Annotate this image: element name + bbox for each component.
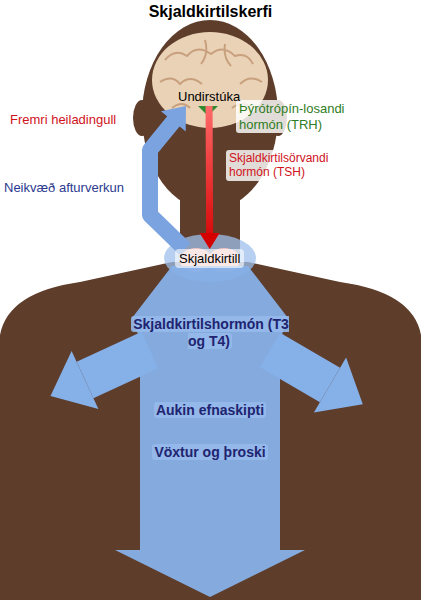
hormone-label: Skjaldkirtilshormón (T3 og T4) [131, 316, 289, 349]
hormone-branch-head [51, 351, 99, 409]
effect-label: Vöxtur og þroski [152, 444, 267, 460]
hormone-flow-arrow [115, 266, 305, 597]
organ-label: Fremri heiladingull [10, 112, 140, 128]
diagram-title: Skjaldkirtilskerfi [0, 2, 421, 21]
arrow-head [161, 106, 186, 132]
effect-label: Aukin efnaskipti [154, 402, 266, 418]
hormone-branch-head [314, 357, 363, 412]
torso [0, 262, 421, 600]
connector-line [150, 120, 185, 249]
node-text: Undirstúka [178, 89, 240, 104]
feedback-label: Neikvæð afturverkun [4, 180, 142, 196]
connector [150, 106, 186, 249]
hormone-label: Þýrótrópín-losandi hormón (TRH) [236, 100, 366, 133]
hormone-label: Skjaldkirtilsörvandi hormón (TSH) [226, 150, 357, 181]
thyroid-node: Skjaldkirtill [175, 249, 244, 268]
hormone-branch [85, 350, 150, 380]
label-block: Aukin efnaskipti [110, 402, 310, 419]
hypothalamus-node: Undirstúka [174, 87, 244, 106]
label-block: Vöxtur og þroski [110, 444, 310, 461]
arrow-head [200, 233, 220, 249]
brain-folds [160, 40, 262, 108]
node-text: Skjaldkirtill [179, 251, 240, 266]
connector-line [206, 106, 214, 235]
connector [200, 106, 220, 249]
label-block: Skjaldkirtilshormón (T3 og T4) [125, 316, 295, 350]
hormone-branch [270, 350, 330, 385]
